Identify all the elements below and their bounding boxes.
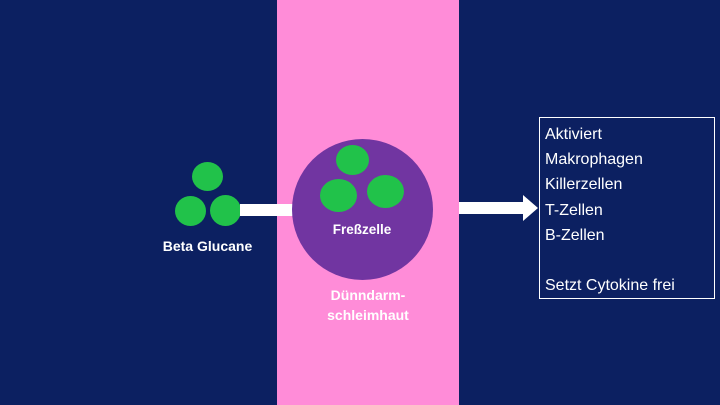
mucosa-label-line2: schleimhaut [327, 307, 409, 323]
fresszelle-label: Freßzelle [332, 222, 392, 237]
arrow-to-effects [459, 195, 538, 221]
effects-line [545, 248, 714, 273]
effects-line: Makrophagen [545, 151, 643, 169]
mucosa-label-line1: Dünndarm- [330, 287, 406, 303]
effects-line: T-Zellen [545, 201, 603, 219]
effects-line: Aktiviert [545, 126, 602, 143]
cell-bead-right [367, 175, 404, 208]
cell-bead-top [336, 145, 369, 175]
effects-line: B-Zellen [545, 226, 605, 244]
effects-line: Killerzellen [545, 176, 623, 194]
glucan-bead-top [192, 162, 223, 191]
glucan-bead-right [210, 195, 241, 226]
effects-line: Setzt Cytokine frei [545, 277, 675, 295]
cell-bead-left [320, 179, 357, 212]
arrow-to-cell [240, 196, 317, 224]
glucan-bead-left [175, 196, 206, 226]
beta-glucane-label: Beta Glucane [162, 238, 253, 254]
effects-box: Aktiviert Makrophagen Killerzellen T-Zel… [539, 117, 715, 299]
